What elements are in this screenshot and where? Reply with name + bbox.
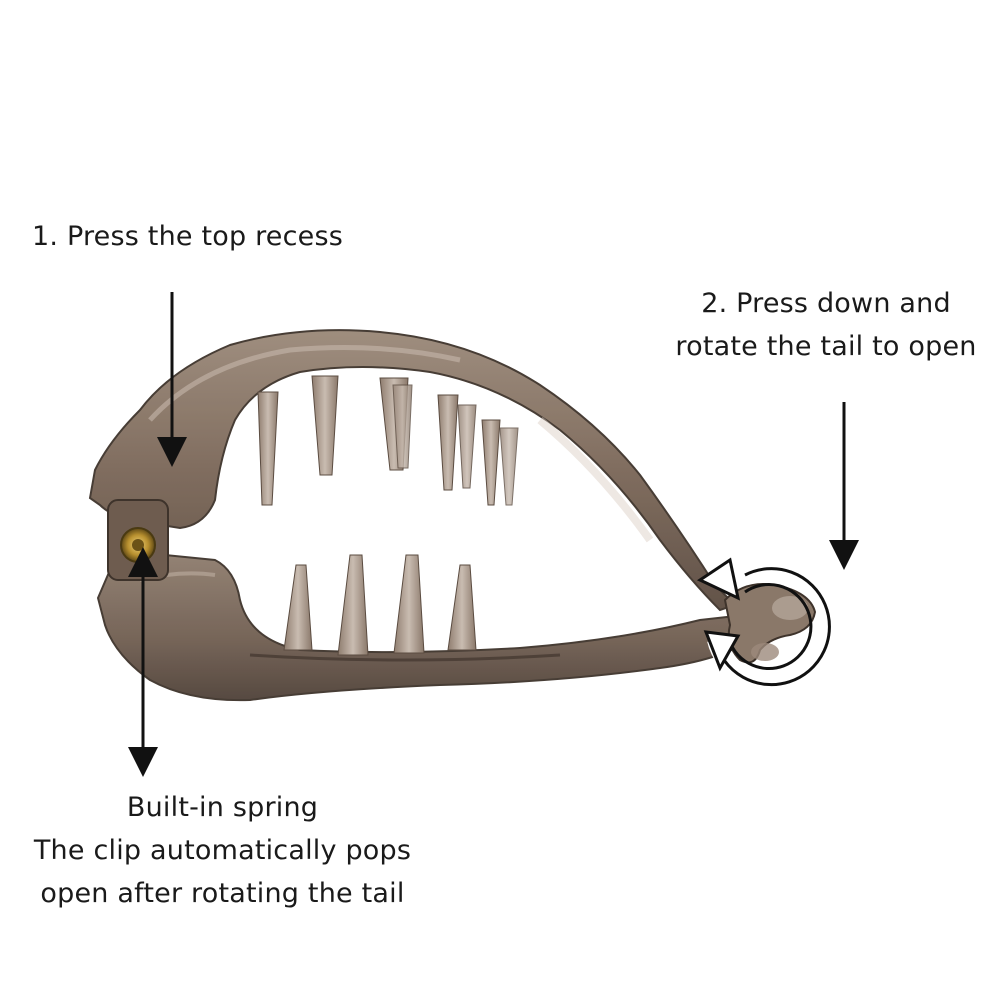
- clip-top-teeth: [257, 375, 519, 506]
- spring-line1: Built-in spring: [126, 792, 319, 823]
- rotate-arrow-icon: [696, 557, 838, 693]
- step1-text: 1. Press the top recess: [32, 221, 344, 252]
- step2-line1: 2. Press down and: [701, 288, 951, 319]
- built-in-spring: [107, 499, 169, 581]
- step2-label: 2. Press down and rotate the tail to ope…: [670, 282, 982, 368]
- spring-line3: open after rotating the tail: [40, 878, 405, 909]
- clip-bottom-jaw: [96, 553, 752, 702]
- step1-label: 1. Press the top recess: [32, 215, 343, 259]
- spring-label: Built-in spring The clip automatically p…: [0, 786, 445, 915]
- clip-top-jaw: [88, 329, 737, 612]
- clip-bottom-teeth: [283, 554, 477, 656]
- step2-line2: rotate the tail to open: [675, 331, 977, 362]
- spring-line2: The clip automatically pops: [33, 835, 412, 866]
